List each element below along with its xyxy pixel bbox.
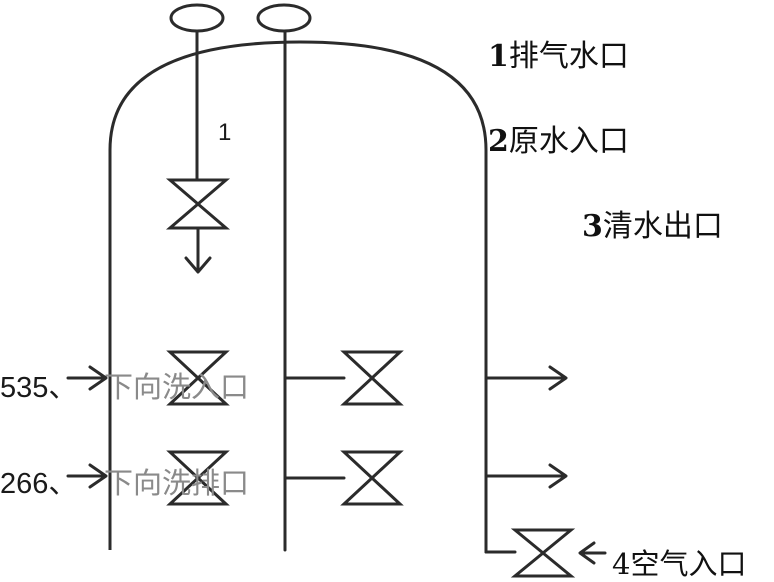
lower-left-text: 下向洗排口 xyxy=(104,466,249,500)
legend-item-1: 1排气水口 xyxy=(488,39,629,74)
upper-right-valve-icon xyxy=(340,350,404,406)
vent-label: 1 xyxy=(218,119,231,146)
upper-left-valve-icon xyxy=(166,350,230,406)
upper-left-arrow-icon xyxy=(88,365,108,391)
legend-item-4: 4空气入口 xyxy=(612,547,746,581)
upper-left-number: 535、 xyxy=(0,372,77,404)
air-inlet-arrow-icon xyxy=(578,541,596,565)
lower-left-number: 266、 xyxy=(0,468,77,500)
lower-left-arrow-icon xyxy=(88,463,108,489)
top-gauge-right-icon xyxy=(256,3,312,33)
vent-valve-icon xyxy=(165,178,231,230)
upper-left-text: 下向洗入口 xyxy=(104,370,249,404)
vessel-shell xyxy=(108,40,488,550)
air-inlet-valve-icon xyxy=(510,528,576,578)
top-gauge-left-icon xyxy=(169,3,225,33)
lower-left-valve-icon xyxy=(166,450,230,506)
vent-down-arrow-icon xyxy=(184,256,212,274)
legend-item-2: 2原水入口 xyxy=(488,124,629,159)
legend-item-3: 3清水出口 xyxy=(582,209,723,244)
lower-right-valve-icon xyxy=(340,450,404,506)
lower-outlet-arrow-icon xyxy=(548,463,568,489)
upper-outlet-arrow-icon xyxy=(548,365,568,391)
